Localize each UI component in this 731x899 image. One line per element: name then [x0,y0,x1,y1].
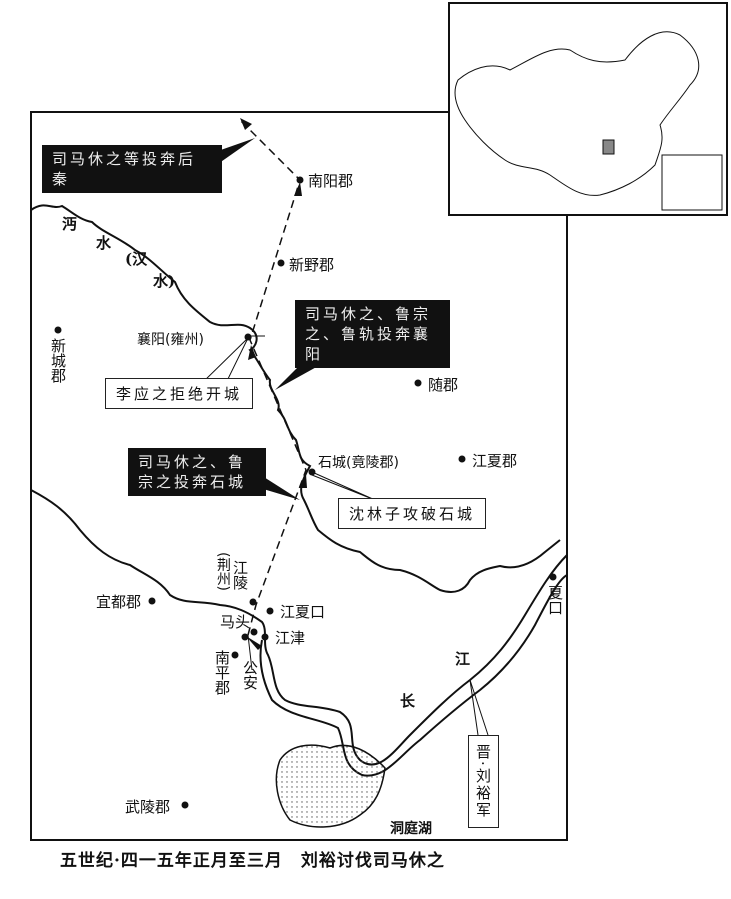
place-gongan: 公安 [241,660,259,690]
inset-china-outline [454,31,700,196]
river-label: (汉 [125,250,148,268]
route-arrow-gongan [246,636,262,650]
place-wuling: 武陵郡 [125,798,171,816]
place-jiangxiajun: 江夏郡 [472,452,518,470]
place-xiakou: 夏口 [546,585,564,615]
yangtze-river-bank [259,574,568,777]
place-nanping: 南平郡 [213,650,231,695]
place-jiangxiakou: 江夏口 [280,603,326,621]
callout-line [311,471,376,501]
place-xiangyang: 襄阳(雍州) [137,332,204,348]
place-nanyang: 南阳郡 [308,172,354,190]
river-label: 沔 [62,215,78,233]
callout-houqin: 司马休之等投奔后秦 [42,145,222,193]
place-xinye: 新野郡 [289,256,335,274]
map-frame [30,111,568,841]
route-arrow-shicheng [299,474,307,488]
callout-xiangyang-flee: 司马休之、鲁宗之、鲁轨投奔襄阳 [295,300,450,368]
place-xincheng: 新城郡 [49,338,67,383]
callout-shicheng-flee: 司马休之、鲁宗之投奔石城 [128,448,266,496]
place-jiangjin: 江津 [275,629,306,647]
route-arrow-north [240,118,252,130]
place-jiangling: 江陵 [231,560,249,590]
retreat-route [239,119,307,636]
place-suijun: 随郡 [428,376,459,394]
dongting-lake [275,744,386,828]
callout-shen-linzi: 沈林子攻破石城 [338,498,487,529]
inset-frame [448,2,728,216]
inset-highlight [602,139,615,155]
river-label-chang: 长 [400,692,416,710]
callout-line [469,679,489,736]
river-label: 水 [96,234,112,252]
place-matou: 马头 [220,613,251,631]
place-yidu: 宜都郡 [96,593,142,611]
route-arrow-xiangyang [248,345,256,360]
route-arrow-nanyang [294,182,302,196]
river-label: 水) [153,272,176,290]
place-dots [54,176,557,809]
callout-pointer [215,138,255,166]
inset-south-sea-box [661,154,723,211]
map-title: 五世纪·四一五年正月至三月 刘裕讨伐司马休之 [60,851,445,871]
river-label-jiang: 江 [455,650,471,668]
lake-label: 洞庭湖 [390,821,432,837]
callout-li-ying: 李应之拒绝开城 [105,378,254,409]
place-jingzhou: (荆州) [215,552,231,591]
callout-jin-army: 晋·刘裕军 [468,735,499,828]
place-shicheng: 石城(竟陵郡) [318,455,399,471]
